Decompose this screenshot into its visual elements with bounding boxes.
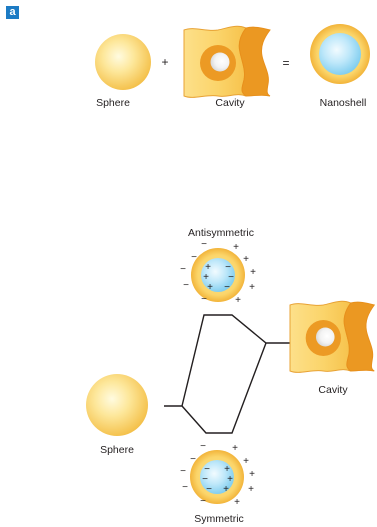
energy-level-lines — [164, 314, 290, 434]
cavity-slab — [289, 300, 375, 373]
plus-sign: + — [161, 55, 168, 69]
charge: + — [234, 497, 240, 508]
antisymmetric-connector — [181, 314, 290, 407]
symmetric-nanoshell — [190, 450, 244, 504]
antisymmetric-charges: − + − − − + + + − + + + + − − − — [180, 239, 256, 306]
charge: − — [202, 474, 208, 485]
sphere — [86, 374, 148, 436]
charge: − — [191, 252, 197, 263]
charge: + — [243, 254, 249, 265]
charge: − — [228, 272, 234, 283]
charge: − — [204, 464, 210, 475]
charge: − — [224, 282, 230, 293]
symmetric-charges: − + − − − + + + − + − − − + + + — [180, 441, 255, 508]
charge: + — [224, 464, 230, 475]
top-nanoshell — [310, 24, 370, 84]
panel-label: a — [6, 6, 19, 19]
charge: − — [206, 484, 212, 495]
charge: + — [205, 262, 211, 273]
charge: + — [249, 469, 255, 480]
top-sphere-label: Sphere — [96, 97, 130, 109]
top-cavity — [183, 25, 271, 98]
charge: − — [180, 466, 186, 477]
charge: + — [207, 282, 213, 293]
charge: + — [250, 267, 256, 278]
charge: + — [233, 242, 239, 253]
charge: + — [223, 484, 229, 495]
charge: − — [225, 262, 231, 273]
charge: + — [243, 456, 249, 467]
sphere-label: Sphere — [100, 444, 134, 456]
charge: − — [182, 482, 188, 493]
charge: − — [201, 239, 207, 250]
charge: − — [200, 441, 206, 452]
charge: − — [190, 454, 196, 465]
charge: + — [249, 282, 255, 293]
charge: − — [201, 294, 207, 305]
charge: + — [227, 474, 233, 485]
antisymmetric-label: Antisymmetric — [188, 227, 254, 239]
charge: − — [180, 264, 186, 275]
top-nanoshell-label: Nanoshell — [320, 97, 367, 109]
charge: + — [235, 295, 241, 306]
charge: + — [248, 484, 254, 495]
charge: − — [200, 496, 206, 507]
antisymmetric-nanoshell — [191, 248, 245, 302]
top-cavity-label: Cavity — [215, 97, 245, 109]
symmetric-connector — [164, 342, 267, 434]
charge: + — [203, 272, 209, 283]
top-sphere — [95, 34, 151, 90]
equals-sign: = — [282, 56, 289, 70]
charge: − — [183, 280, 189, 291]
charge: + — [232, 443, 238, 454]
cavity-label: Cavity — [318, 384, 348, 396]
symmetric-label: Symmetric — [194, 513, 244, 525]
